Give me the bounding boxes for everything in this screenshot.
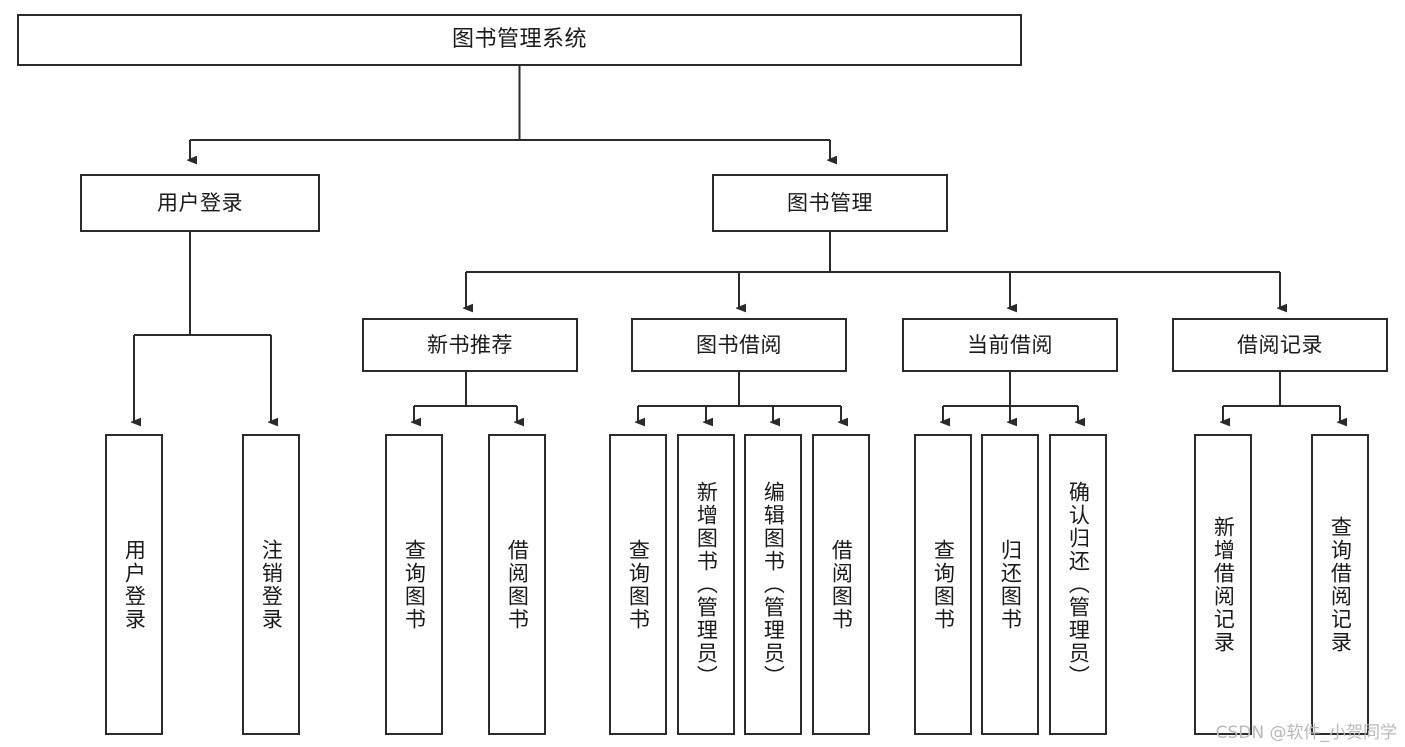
leaf-add-book-admin[interactable]: 新增图书（管理员） (677, 434, 735, 735)
leaf-return-book[interactable]: 归还图书 (981, 434, 1039, 735)
node-label: 查询图书 (626, 538, 651, 631)
node-book-borrow[interactable]: 图书借阅 (631, 318, 847, 372)
node-new-book-recommend[interactable]: 新书推荐 (362, 318, 578, 372)
leaf-borrow-book-borrow[interactable]: 借阅图书 (812, 434, 870, 735)
node-label: 用户登录 (157, 190, 243, 215)
node-label: 查询借阅记录 (1328, 515, 1353, 654)
leaf-confirm-return-admin[interactable]: 确认归还（管理员） (1049, 434, 1107, 735)
node-label: 注销登录 (259, 538, 284, 631)
leaf-logout[interactable]: 注销登录 (242, 434, 300, 735)
node-label: 编辑图书（管理员） (761, 481, 786, 688)
node-label: 图书管理 (787, 190, 873, 215)
leaf-query-book-borrow[interactable]: 查询图书 (609, 434, 667, 735)
leaf-add-borrow-record[interactable]: 新增借阅记录 (1194, 434, 1252, 735)
node-label: 归还图书 (998, 538, 1023, 631)
node-label: 新增借阅记录 (1211, 515, 1236, 654)
leaf-query-borrow-record[interactable]: 查询借阅记录 (1311, 434, 1369, 735)
node-current-borrow[interactable]: 当前借阅 (902, 318, 1118, 372)
node-label: 用户登录 (122, 538, 147, 631)
node-label: 借阅记录 (1237, 332, 1323, 357)
node-label: 查询图书 (402, 538, 427, 631)
node-label: 当前借阅 (967, 332, 1053, 357)
leaf-user-login[interactable]: 用户登录 (105, 434, 163, 735)
node-borrow-record[interactable]: 借阅记录 (1172, 318, 1388, 372)
leaf-query-book-recommend[interactable]: 查询图书 (385, 434, 443, 735)
leaf-query-book-current[interactable]: 查询图书 (914, 434, 972, 735)
node-label: 新增图书（管理员） (694, 481, 719, 688)
node-user-login[interactable]: 用户登录 (80, 174, 320, 232)
leaf-borrow-book-recommend[interactable]: 借阅图书 (488, 434, 546, 735)
node-label: 图书管理系统 (451, 27, 587, 53)
watermark-text: CSDN @软件_小贺同学 (1215, 723, 1397, 743)
node-book-management[interactable]: 图书管理 (712, 174, 948, 232)
node-label: 借阅图书 (505, 538, 530, 631)
node-label: 查询图书 (931, 538, 956, 631)
node-root-system[interactable]: 图书管理系统 (17, 14, 1022, 66)
leaf-edit-book-admin[interactable]: 编辑图书（管理员） (744, 434, 802, 735)
node-label: 借阅图书 (829, 538, 854, 631)
node-label: 新书推荐 (427, 332, 513, 357)
node-label: 图书借阅 (696, 332, 782, 357)
node-label: 确认归还（管理员） (1066, 481, 1091, 688)
